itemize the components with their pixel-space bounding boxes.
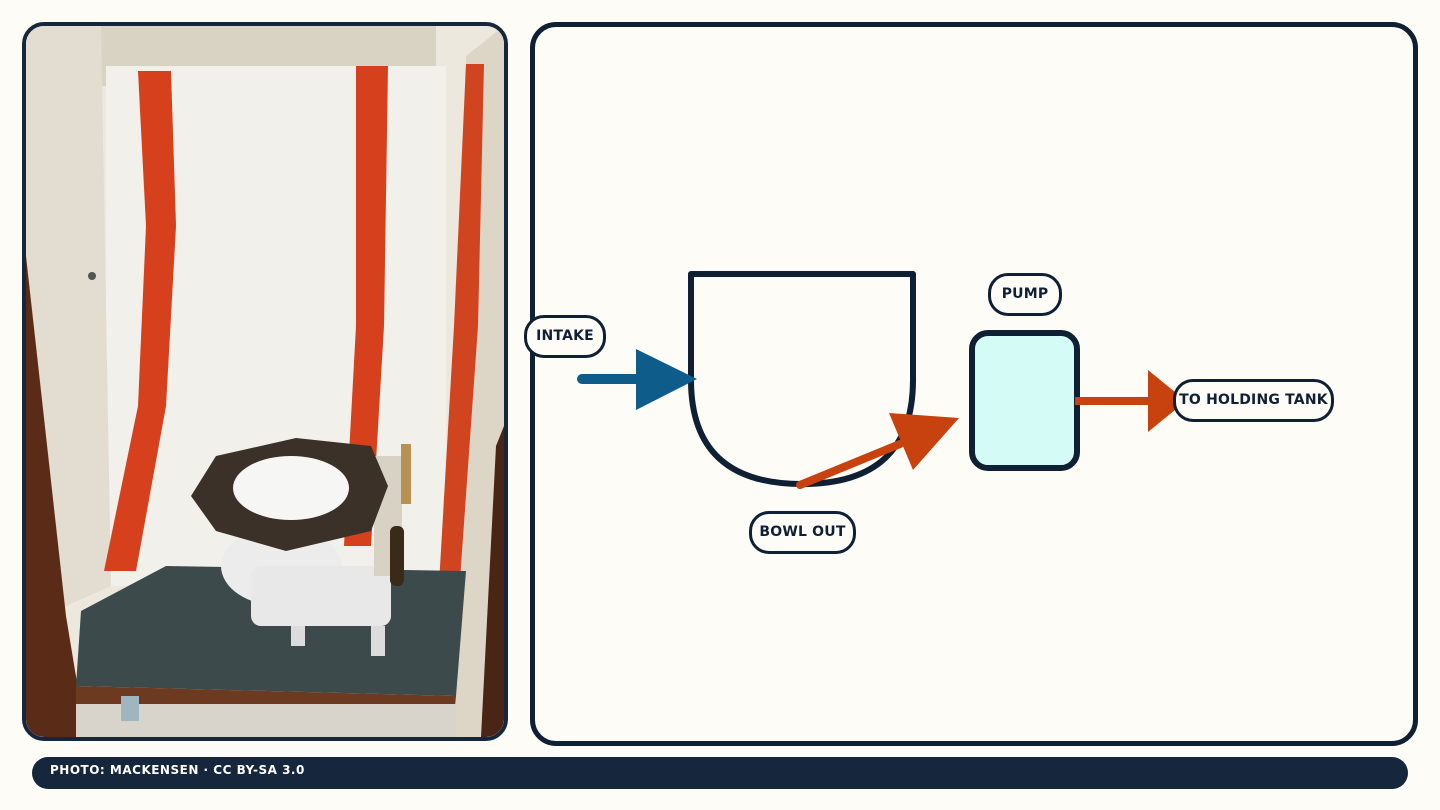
- pump-label: PUMP: [988, 273, 1062, 316]
- photo-credit-text: PHOTO: MACKENSEN · CC BY-SA 3.0: [50, 763, 305, 777]
- photo-panel: [22, 22, 508, 741]
- holding-tank-label: TO HOLDING TANK: [1173, 379, 1334, 422]
- photo-credit-bar: PHOTO: MACKENSEN · CC BY-SA 3.0: [32, 757, 1408, 789]
- intake-label: INTAKE: [524, 315, 606, 358]
- marine-toilet-photo: [26, 26, 504, 737]
- bowl-out-label: BOWL OUT: [749, 511, 856, 554]
